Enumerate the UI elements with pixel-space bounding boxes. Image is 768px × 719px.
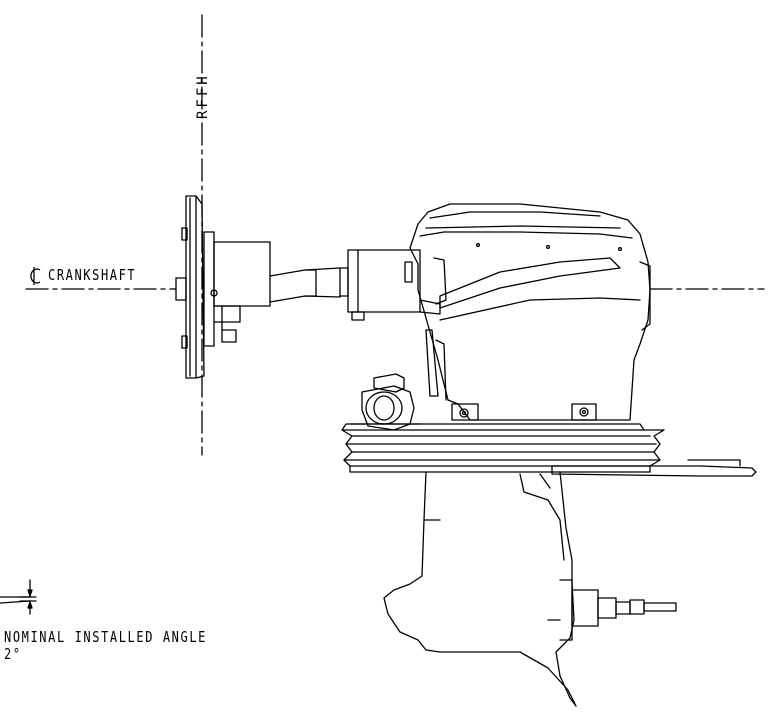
lower-unit [384, 472, 576, 706]
swivel-saddle [342, 424, 664, 472]
coupler-housing [348, 250, 440, 320]
anti-ventilation-plate [552, 460, 756, 476]
adapter-housing [211, 242, 270, 342]
cowl-mount [452, 404, 596, 420]
nominal-angle-value: 2° [4, 645, 22, 663]
drive-shaft [270, 268, 348, 302]
angle-indicator [0, 580, 36, 614]
crankshaft-label: CRANKSHAFT [48, 266, 137, 284]
rffh-label: RFFH [195, 73, 211, 119]
centerline-icon [28, 266, 44, 288]
nominal-angle-label: NOMINAL INSTALLED ANGLE [4, 628, 207, 646]
propeller-shaft [572, 590, 676, 626]
steering-bracket [350, 374, 420, 430]
mounting-flange [176, 196, 214, 378]
engine-cowl [410, 204, 650, 420]
